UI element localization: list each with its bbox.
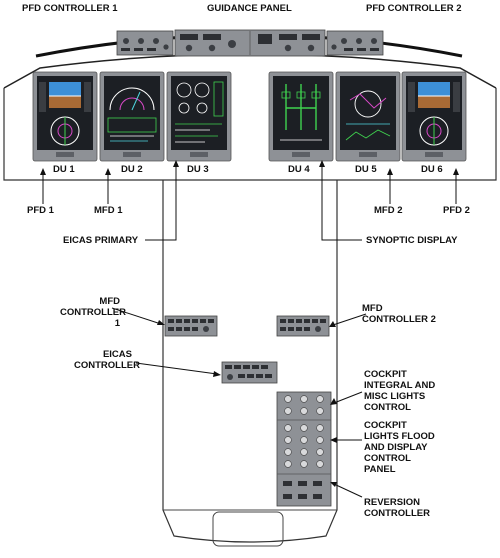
- label-pfd2: PFD 2: [443, 205, 470, 216]
- du6-display: [401, 71, 467, 162]
- eicas-controller-panel: [221, 361, 278, 384]
- label-reversion-controller: REVERSION CONTROLLER: [364, 497, 430, 519]
- lights-control-panels: [276, 391, 332, 507]
- label-du1: DU 1: [53, 164, 75, 175]
- mfd-controller-1-panel: [164, 315, 218, 337]
- label-du6: DU 6: [421, 164, 443, 175]
- arrowheads: [40, 160, 459, 487]
- label-pfd-controller-2: PFD CONTROLLER 2: [366, 3, 462, 14]
- guidance-panel: [174, 29, 326, 57]
- du4-display: [268, 71, 334, 162]
- label-mfd-controller-2: MFD CONTROLLER 2: [362, 303, 436, 325]
- label-pfd1: PFD 1: [27, 205, 54, 216]
- du1-display: [32, 71, 98, 162]
- du5-display: [335, 71, 401, 162]
- pfd-controller-1-panel: [116, 30, 174, 56]
- pedestal-recess: [212, 511, 284, 547]
- pfd-controller-2-panel: [326, 30, 384, 56]
- label-eicas-primary: EICAS PRIMARY: [63, 235, 139, 246]
- du2-display: [99, 71, 165, 162]
- label-cockpit-integral-lights: COCKPIT INTEGRAL AND MISC LIGHTS CONTROL: [364, 369, 436, 413]
- main-panel-outline: [3, 88, 497, 181]
- label-du2: DU 2: [121, 164, 143, 175]
- leader-lines: [42, 164, 457, 498]
- label-pfd-controller-1: PFD CONTROLLER 1: [22, 3, 118, 14]
- mfd-controller-2-panel: [276, 315, 330, 337]
- label-eicas-controller: EICAS CONTROLLER: [74, 349, 140, 371]
- label-du5: DU 5: [355, 164, 377, 175]
- label-mfd1: MFD 1: [94, 205, 123, 216]
- label-guidance-panel: GUIDANCE PANEL: [207, 3, 292, 14]
- label-du4: DU 4: [288, 164, 310, 175]
- pedestal-outline: [162, 180, 338, 543]
- label-du3: DU 3: [187, 164, 209, 175]
- label-cockpit-lights-flood: COCKPIT LIGHTS FLOOD AND DISPLAY CONTROL…: [364, 420, 435, 475]
- label-mfd2: MFD 2: [374, 205, 403, 216]
- du3-display: [166, 71, 232, 162]
- label-synoptic-display: SYNOPTIC DISPLAY: [366, 235, 458, 246]
- label-mfd-controller-1: MFD CONTROLLER 1: [60, 296, 126, 329]
